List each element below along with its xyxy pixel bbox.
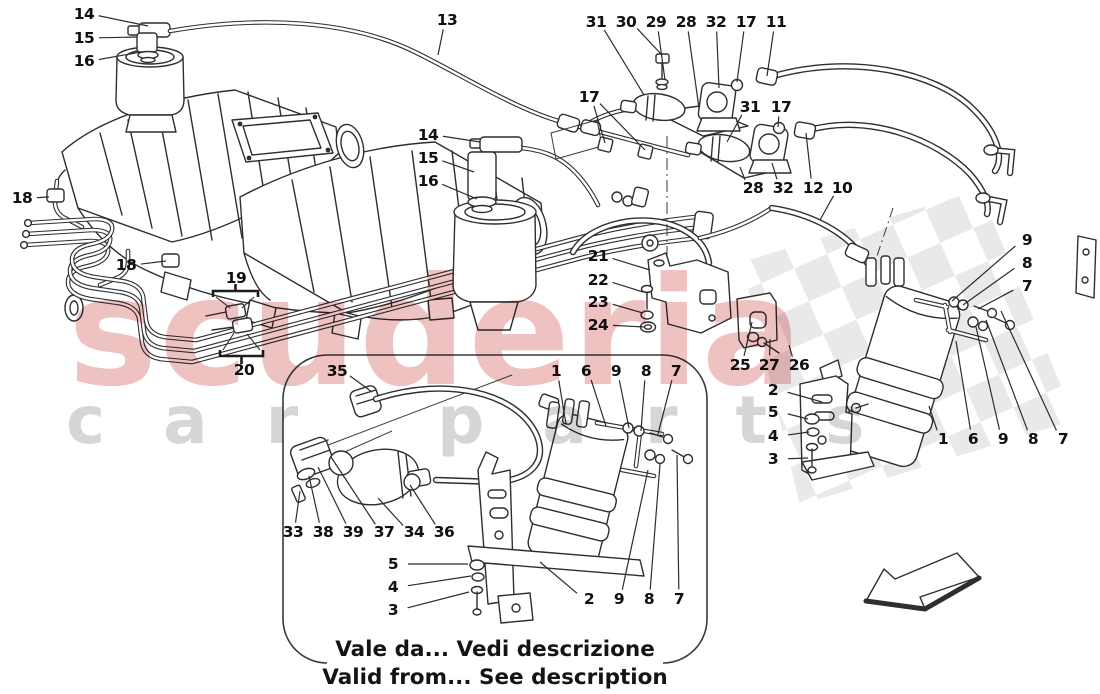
fuel-line-bundle <box>19 210 714 362</box>
callout-38: 38 <box>312 523 334 541</box>
caption-line-english: Valid from... See description <box>314 663 676 692</box>
callout-11: 11 <box>765 13 787 31</box>
callout-15: 15 <box>417 149 439 167</box>
callout-8: 8 <box>640 362 652 380</box>
callout-28: 28 <box>675 13 697 31</box>
callout-16: 16 <box>73 52 95 70</box>
reservoir-middle <box>452 136 537 331</box>
callout-24: 24 <box>587 316 609 334</box>
callout-9: 9 <box>997 430 1009 448</box>
callout-7: 7 <box>673 590 685 608</box>
callout-29: 29 <box>645 13 667 31</box>
callout-37: 37 <box>373 523 395 541</box>
callout-28: 28 <box>742 179 764 197</box>
callout-9: 9 <box>610 362 622 380</box>
callout-16: 16 <box>417 172 439 190</box>
bracket-21 <box>639 252 732 334</box>
callout-17: 17 <box>578 88 600 106</box>
callout-8: 8 <box>643 590 655 608</box>
callout-1: 1 <box>550 362 562 380</box>
callout-8: 8 <box>1021 254 1033 272</box>
callout-1: 1 <box>937 430 949 448</box>
callout-19: 19 <box>225 269 247 287</box>
callout-33: 33 <box>282 523 304 541</box>
callout-18: 18 <box>11 189 33 207</box>
reservoir-top-left <box>115 22 185 133</box>
callout-12: 12 <box>802 179 824 197</box>
callout-2: 2 <box>583 590 595 608</box>
callout-27: 27 <box>758 356 780 374</box>
callout-13: 13 <box>436 11 458 29</box>
callout-31: 31 <box>585 13 607 31</box>
callout-26: 26 <box>788 356 810 374</box>
callout-17: 17 <box>735 13 757 31</box>
callout-31: 31 <box>739 98 761 116</box>
callout-30: 30 <box>615 13 637 31</box>
direction-arrow-icon <box>863 552 982 612</box>
callout-9: 9 <box>613 590 625 608</box>
callout-9: 9 <box>1021 231 1033 249</box>
left-vent-tubes <box>46 181 180 285</box>
callout-3: 3 <box>387 601 399 619</box>
callout-35: 35 <box>326 362 348 380</box>
callout-6: 6 <box>580 362 592 380</box>
callout-10: 10 <box>831 179 853 197</box>
callout-20: 20 <box>233 361 255 379</box>
callout-34: 34 <box>403 523 425 541</box>
callout-23: 23 <box>587 293 609 311</box>
callout-3: 3 <box>767 450 779 468</box>
callout-7: 7 <box>1057 430 1069 448</box>
callout-32: 32 <box>772 179 794 197</box>
callout-6: 6 <box>967 430 979 448</box>
callout-21: 21 <box>587 247 609 265</box>
vapor-hoses-right <box>700 66 1097 299</box>
callout-15: 15 <box>73 29 95 47</box>
callout-39: 39 <box>342 523 364 541</box>
callout-4: 4 <box>387 578 399 596</box>
callout-14: 14 <box>417 126 439 144</box>
callout-32: 32 <box>705 13 727 31</box>
callout-36: 36 <box>433 523 455 541</box>
detail-assembly <box>289 374 694 624</box>
callout-18: 18 <box>115 256 137 274</box>
callout-25: 25 <box>729 356 751 374</box>
callout-8: 8 <box>1027 430 1039 448</box>
callout-7: 7 <box>670 362 682 380</box>
callout-14: 14 <box>73 5 95 23</box>
callout-2: 2 <box>767 381 779 399</box>
callout-5: 5 <box>767 403 779 421</box>
callout-17: 17 <box>770 98 792 116</box>
caption-line-italian: Vale da... Vedi descrizione <box>327 636 663 664</box>
callout-5: 5 <box>387 555 399 573</box>
callout-7: 7 <box>1021 277 1033 295</box>
caption: Vale da... Vedi descrizione Valid from..… <box>283 636 707 692</box>
callout-22: 22 <box>587 271 609 289</box>
callout-4: 4 <box>767 427 779 445</box>
